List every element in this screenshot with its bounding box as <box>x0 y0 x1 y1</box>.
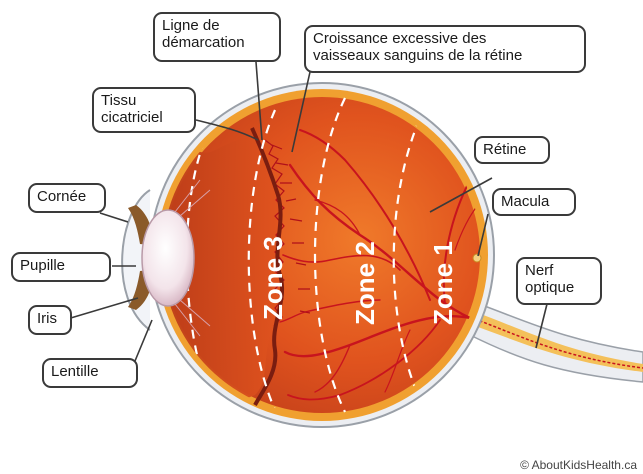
macula-label: Macula <box>492 188 576 216</box>
iris-label: Iris <box>28 305 72 335</box>
pupil-label: Pupille <box>11 252 111 282</box>
lens-icon <box>142 210 194 306</box>
macula-icon <box>473 254 481 262</box>
demarcation-line-label: Ligne de démarcation <box>153 12 281 62</box>
copyright-credit: © AboutKidsHealth.ca <box>520 458 637 472</box>
neovascularisation-label: Croissance excessive des vaisseaux sangu… <box>304 25 586 73</box>
optic-nerve-icon <box>468 300 643 382</box>
cornea-label: Cornée <box>28 183 106 213</box>
scar-tissue-label: Tissu cicatriciel <box>92 87 196 133</box>
zone-1-label: Zone 1 <box>428 241 458 325</box>
zone-3-label: Zone 3 <box>258 236 288 320</box>
lens-label: Lentille <box>42 358 138 388</box>
optic-nerve-label: Nerf optique <box>516 257 602 305</box>
zone-2-label: Zone 2 <box>350 241 380 325</box>
retina-label: Rétine <box>474 136 550 164</box>
